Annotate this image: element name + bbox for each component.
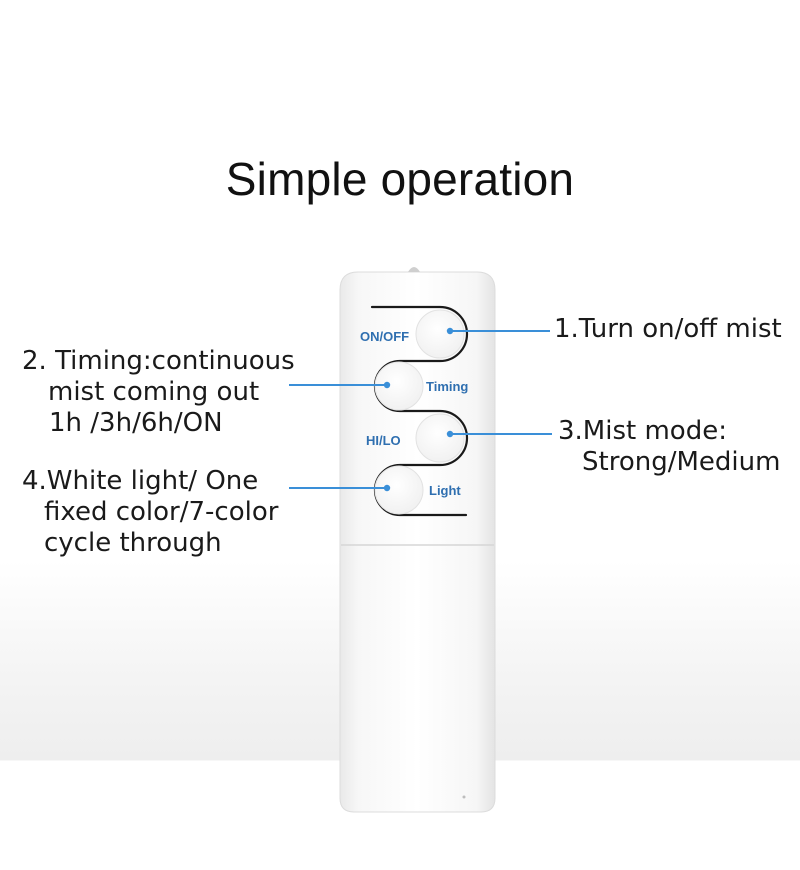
callout-mist-mode-line: 3.Mist mode: (558, 416, 727, 446)
callout-light-line: cycle through (44, 528, 222, 558)
callout-connector-mist-mode (446, 430, 552, 438)
callout-light-line: 4.White light/ One (22, 466, 259, 496)
hi-lo-button[interactable] (415, 413, 465, 463)
on-off-label: ON/OFF (360, 329, 409, 344)
callout-on-off-line: 1.Turn on/off mist (554, 314, 782, 344)
callout-connector-light (289, 484, 391, 492)
callout-connector-on-off (446, 327, 550, 335)
callout-on-off: 1.Turn on/off mist (554, 314, 782, 345)
callout-timing-line: 2. Timing:continuous (22, 346, 295, 376)
page-title: Simple operation (225, 153, 575, 205)
callout-mist-mode: 3.Mist mode: Strong/Medium (558, 416, 780, 478)
callout-connector-timing (289, 381, 391, 389)
callout-mist-mode-line: Strong/Medium (582, 447, 781, 477)
callout-light-line: fixed color/7-color (44, 497, 279, 527)
remote-body (339, 267, 496, 813)
light-label: Light (429, 483, 461, 498)
callout-timing-line: mist coming out (48, 377, 260, 407)
callout-light: 4.White light/ One fixed color/7-color c… (22, 466, 278, 559)
light-button[interactable] (374, 465, 424, 515)
hi-lo-label: HI/LO (366, 433, 401, 448)
callout-timing-line: 1h /3h/6h/ON (49, 408, 223, 438)
on-off-button[interactable] (415, 309, 465, 359)
callout-timing: 2. Timing:continuous mist coming out 1h … (22, 346, 295, 439)
timing-label: Timing (426, 379, 468, 394)
